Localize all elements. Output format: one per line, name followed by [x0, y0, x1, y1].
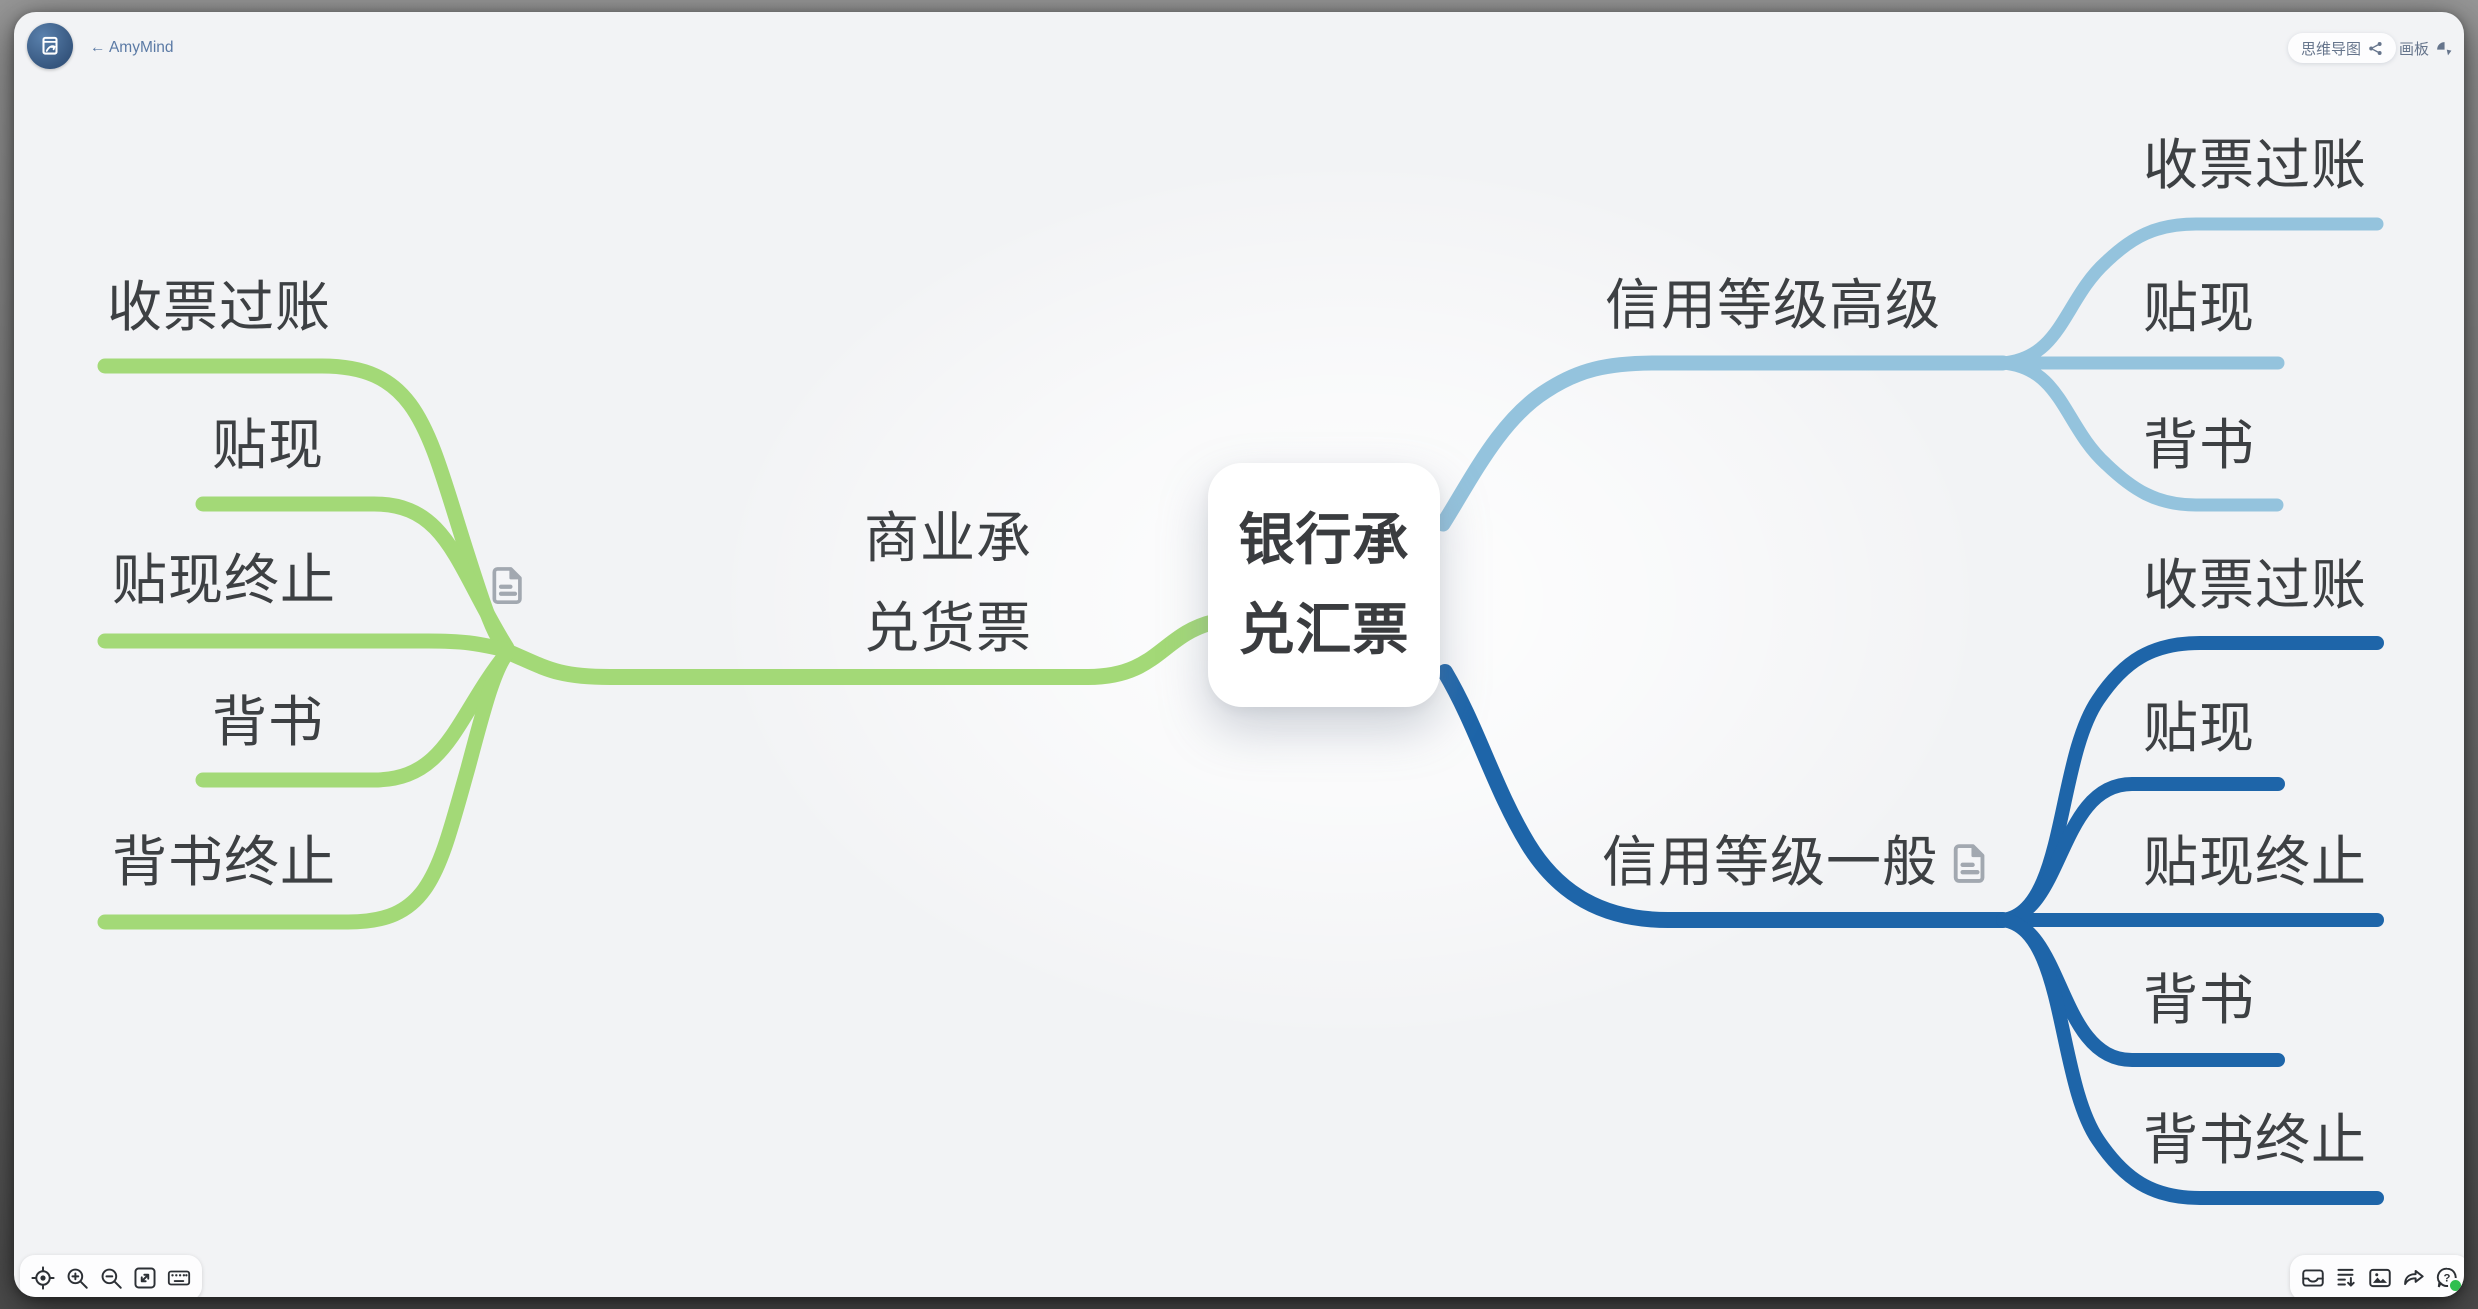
branch-right-bottom-darkblue [1437, 636, 2384, 1205]
node-right-top-child-0[interactable]: 收票过账 [2143, 134, 2368, 196]
node-right-bottom-child-4[interactable]: 背书终止 [2143, 1109, 2368, 1171]
share-nodes-icon [2368, 41, 2383, 56]
fit-screen-icon[interactable] [132, 1265, 158, 1291]
flipchart-icon [42, 36, 58, 55]
branch-left-green [97, 358, 1222, 930]
node-left-parent[interactable]: 商业承兑货票 [856, 493, 1040, 673]
node-right-bottom-child-1[interactable]: 贴现 [2143, 697, 2256, 759]
note-icon[interactable] [1948, 838, 1992, 888]
node-left-parent-line1: 商业承 [863, 507, 1032, 569]
root-node-line2: 兑汇票 [1238, 598, 1410, 661]
locate-icon[interactable] [30, 1265, 56, 1291]
mindmap-mode-button[interactable]: 思维导图 [2288, 33, 2397, 63]
node-right-bottom-child-2[interactable]: 贴现终止 [2143, 831, 2368, 893]
node-right-top-child-2[interactable]: 背书 [2143, 414, 2256, 476]
node-left-child-2[interactable]: 贴现终止 [112, 549, 337, 611]
node-left-child-0[interactable]: 收票过账 [107, 276, 332, 338]
keyboard-shortcuts-icon[interactable] [166, 1265, 192, 1291]
board-mode-label: 画板 [2399, 40, 2430, 58]
help-icon[interactable]: ? [2434, 1265, 2464, 1293]
note-icon[interactable] [487, 561, 529, 609]
amymind-logo[interactable] [27, 23, 73, 69]
root-node-line1: 银行承 [1238, 508, 1410, 571]
inbox-icon[interactable] [2300, 1265, 2326, 1291]
mindmap-lines [97, 217, 2384, 1205]
action-toolbar: ? [2290, 1255, 2464, 1297]
svg-text:?: ? [2444, 1272, 2451, 1284]
view-toolbar [20, 1255, 202, 1297]
node-left-child-4[interactable]: 背书终止 [112, 831, 337, 893]
mindmap-stage: 银行承 兑汇票 商业承兑货票 收票过账 贴现 贴现终止 背书 背书终止 信用等级… [14, 12, 2464, 1297]
root-node[interactable]: 银行承 兑汇票 [1208, 463, 1440, 707]
export-notes-icon[interactable] [2333, 1265, 2359, 1291]
shapes-icon [2435, 40, 2452, 57]
node-right-bottom-child-3[interactable]: 背书 [2143, 969, 2256, 1031]
zoom-out-icon[interactable] [98, 1265, 124, 1291]
help-status-badge [2448, 1278, 2464, 1293]
node-right-bottom-parent[interactable]: 信用等级一般 [1602, 831, 1939, 893]
app-window: 银行承 兑汇票 商业承兑货票 收票过账 贴现 贴现终止 背书 背书终止 信用等级… [14, 12, 2464, 1297]
zoom-in-icon[interactable] [64, 1265, 90, 1291]
node-left-child-1[interactable]: 贴现 [212, 414, 325, 476]
board-mode-button[interactable]: 画板 [2399, 33, 2452, 63]
back-to-home-link[interactable]: ← AmyMind [90, 39, 174, 56]
share-icon[interactable] [2401, 1265, 2427, 1291]
node-right-top-child-1[interactable]: 贴现 [2143, 277, 2256, 339]
mindmap-mode-label: 思维导图 [2301, 40, 2362, 58]
node-right-top-parent[interactable]: 信用等级高级 [1605, 274, 1942, 336]
insert-image-icon[interactable] [2367, 1265, 2393, 1291]
node-left-parent-line2: 兑货票 [863, 597, 1032, 659]
branch-right-top-lightblue [1435, 217, 2384, 532]
node-left-child-3[interactable]: 背书 [212, 691, 325, 753]
node-right-bottom-child-0[interactable]: 收票过账 [2143, 554, 2368, 616]
